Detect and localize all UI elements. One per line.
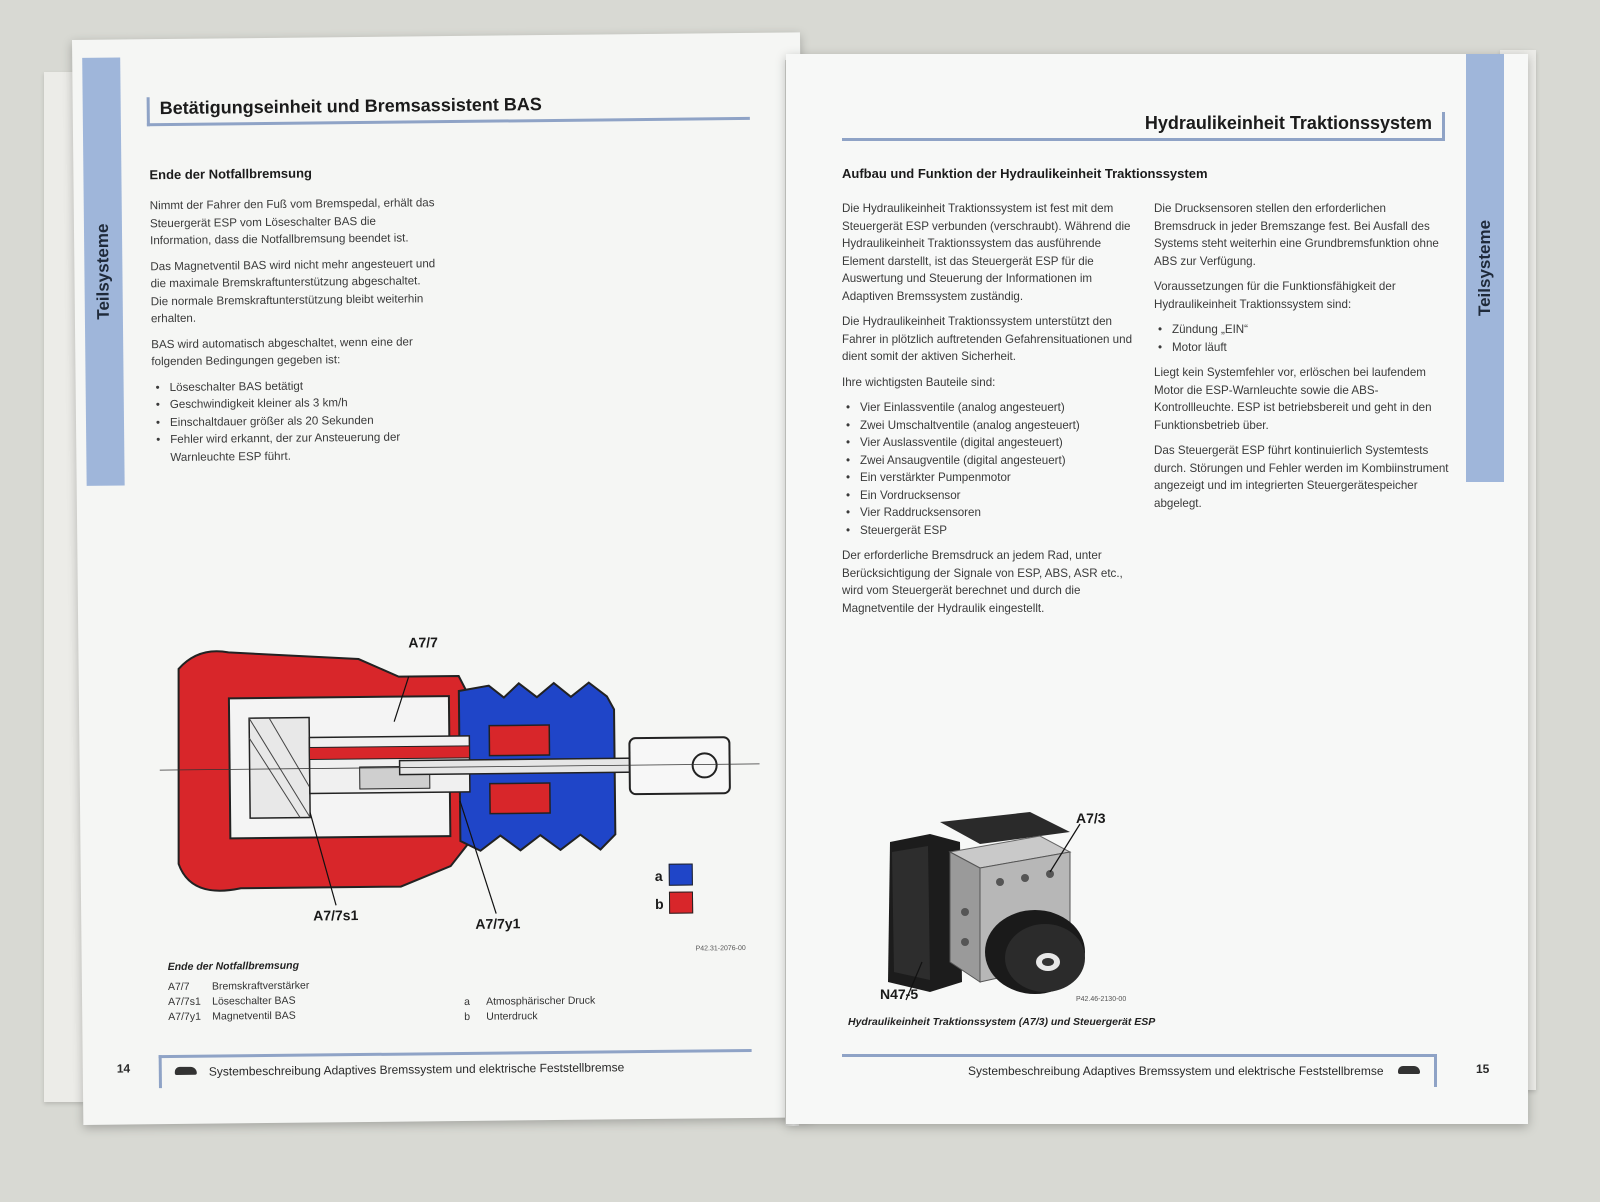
side-tab-label: Teilsysteme xyxy=(1475,219,1494,317)
side-tab-left: Teilsysteme xyxy=(82,57,125,486)
left-title-box: Betätigungseinheit und Bremsassistent BA… xyxy=(146,90,750,127)
page-title: Hydraulikeinheit Traktionssystem xyxy=(1144,113,1432,133)
figure-caption: Hydraulikeinheit Traktionssystem (A7/3) … xyxy=(848,1016,1156,1028)
paragraph: BAS wird automatisch abgeschaltet, wenn … xyxy=(151,334,413,369)
label-a7-7s1: A7/7s1 xyxy=(313,907,359,924)
components-list: Vier Einlassventile (analog angesteuert)… xyxy=(842,399,1142,539)
section-heading: Aufbau und Funktion der Hydraulikeinheit… xyxy=(842,166,1208,181)
right-page: Teilsysteme Hydraulikeinheit Traktionssy… xyxy=(786,54,1528,1124)
brake-booster-diagram xyxy=(159,650,760,914)
paragraph: Die Hydraulikeinheit Traktionssystem ist… xyxy=(842,202,1131,303)
right-title-box: Hydraulikeinheit Traktionssystem xyxy=(842,112,1445,141)
page-number: 15 xyxy=(1476,1062,1490,1076)
label-n47-5: N47-5 xyxy=(880,986,919,1002)
figure-ref: P42.46-2130-00 xyxy=(1076,996,1127,1003)
right-column-1: Die Hydraulikeinheit Traktionssystem ist… xyxy=(842,200,1142,625)
swatch-label-b: b xyxy=(654,895,664,912)
swatch-atmospheric xyxy=(668,863,693,886)
left-body-text: Nimmt der Fahrer den Fuß vom Bremspedal,… xyxy=(150,194,438,474)
section-heading: Ende der Notfallbremsung xyxy=(149,165,313,183)
page-title: Betätigungseinheit und Bremsassistent BA… xyxy=(159,94,542,119)
conditions-list: Löseschalter BAS betätigt Geschwindigkei… xyxy=(152,376,438,466)
paragraph: Das Magnetventil BAS wird nicht mehr ang… xyxy=(150,256,436,326)
list-item: Ein Vordrucksensor xyxy=(846,487,1142,505)
paragraph: Ihre wichtigsten Bauteile sind: xyxy=(842,375,996,389)
label-a7-7: A7/7 xyxy=(408,634,438,651)
side-tab-label: Teilsysteme xyxy=(92,223,113,320)
paragraph: Das Steuergerät ESP führt kontinuierlich… xyxy=(1154,444,1449,510)
list-item: Fehler wird erkannt, der zur Ansteuerung… xyxy=(170,428,437,466)
swatch-label-a: a xyxy=(654,867,663,884)
paragraph: Der erforderliche Bremsdruck an jedem Ra… xyxy=(842,549,1123,615)
list-item: Zwei Umschaltventile (analog angesteuert… xyxy=(846,417,1142,435)
page-number: 14 xyxy=(116,1061,131,1076)
paragraph: Liegt kein Systemfehler vor, erlöschen b… xyxy=(1154,366,1432,432)
list-item: Zündung „EIN“ xyxy=(1158,321,1449,339)
list-item: Vier Einlassventile (analog angesteuert) xyxy=(846,399,1142,417)
figure-caption-title: Ende der Notfallbremsung xyxy=(167,959,300,974)
label-a7-3: A7/3 xyxy=(1076,810,1106,826)
car-icon xyxy=(1398,1066,1420,1074)
list-item: Zwei Ansaugventile (digital angesteuert) xyxy=(846,452,1142,470)
list-item: Vier Raddrucksensoren xyxy=(846,504,1142,522)
paragraph: Die Drucksensoren stellen den erforderli… xyxy=(1154,202,1439,268)
car-icon xyxy=(174,1066,197,1075)
swatch-vacuum xyxy=(668,891,694,914)
list-item: Vier Auslassventile (digital angesteuert… xyxy=(846,434,1142,452)
list-item: Motor läuft xyxy=(1158,339,1449,357)
paragraph: Die Hydraulikeinheit Traktionssystem unt… xyxy=(842,315,1133,363)
figure-ref: P42.31-2076-00 xyxy=(695,944,746,953)
paragraph: Voraussetzungen für die Funktionsfähigke… xyxy=(1154,280,1396,311)
prerequisites-list: Zündung „EIN“ Motor läuft xyxy=(1154,321,1449,356)
footer-box xyxy=(842,1054,1437,1087)
side-tab-right: Teilsysteme xyxy=(1466,54,1504,482)
left-page: Teilsysteme Betätigungseinheit und Brems… xyxy=(72,32,812,1125)
list-item: Steuergerät ESP xyxy=(846,522,1142,540)
label-a7-7y1: A7/7y1 xyxy=(475,915,521,932)
paragraph: Nimmt der Fahrer den Fuß vom Bremspedal,… xyxy=(149,196,435,248)
hydraulic-unit-illustration xyxy=(888,812,1085,1001)
list-item: Ein verstärkter Pumpenmotor xyxy=(846,469,1142,487)
right-column-2: Die Drucksensoren stellen den erforderli… xyxy=(1154,200,1449,520)
footer-text: Systembeschreibung Adaptives Bremssystem… xyxy=(968,1064,1384,1078)
